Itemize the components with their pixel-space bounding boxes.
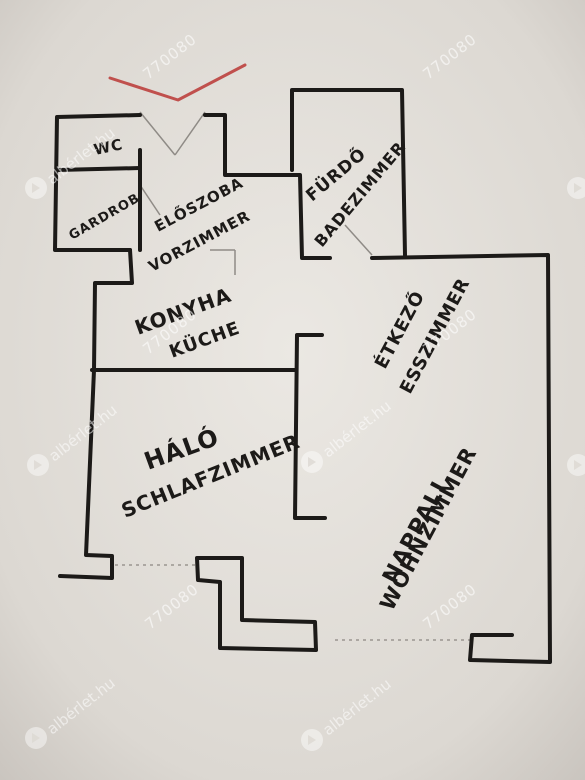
walls [53, 88, 552, 664]
wall-wc-gardrob [53, 113, 142, 252]
watermark-logo-icon [301, 451, 323, 473]
watermark-logo-icon [301, 729, 323, 751]
wall-kitchen-left [92, 248, 134, 372]
wall-hall-top [203, 113, 332, 260]
wall-partition [293, 333, 327, 520]
watermark-logo-icon [25, 177, 47, 199]
wall-bedroom-left [58, 368, 114, 580]
wall-wc-divider [55, 166, 142, 172]
label-wc: WC [92, 135, 125, 159]
wall-bottom-step [195, 556, 318, 652]
wall-bathroom [290, 88, 407, 257]
faint-guide-lines [115, 111, 470, 641]
wall-living-outer [370, 253, 552, 664]
watermark-logo-icon [25, 727, 47, 749]
watermark-logo-icon [27, 454, 49, 476]
entrance-arrow-icon [108, 63, 247, 102]
